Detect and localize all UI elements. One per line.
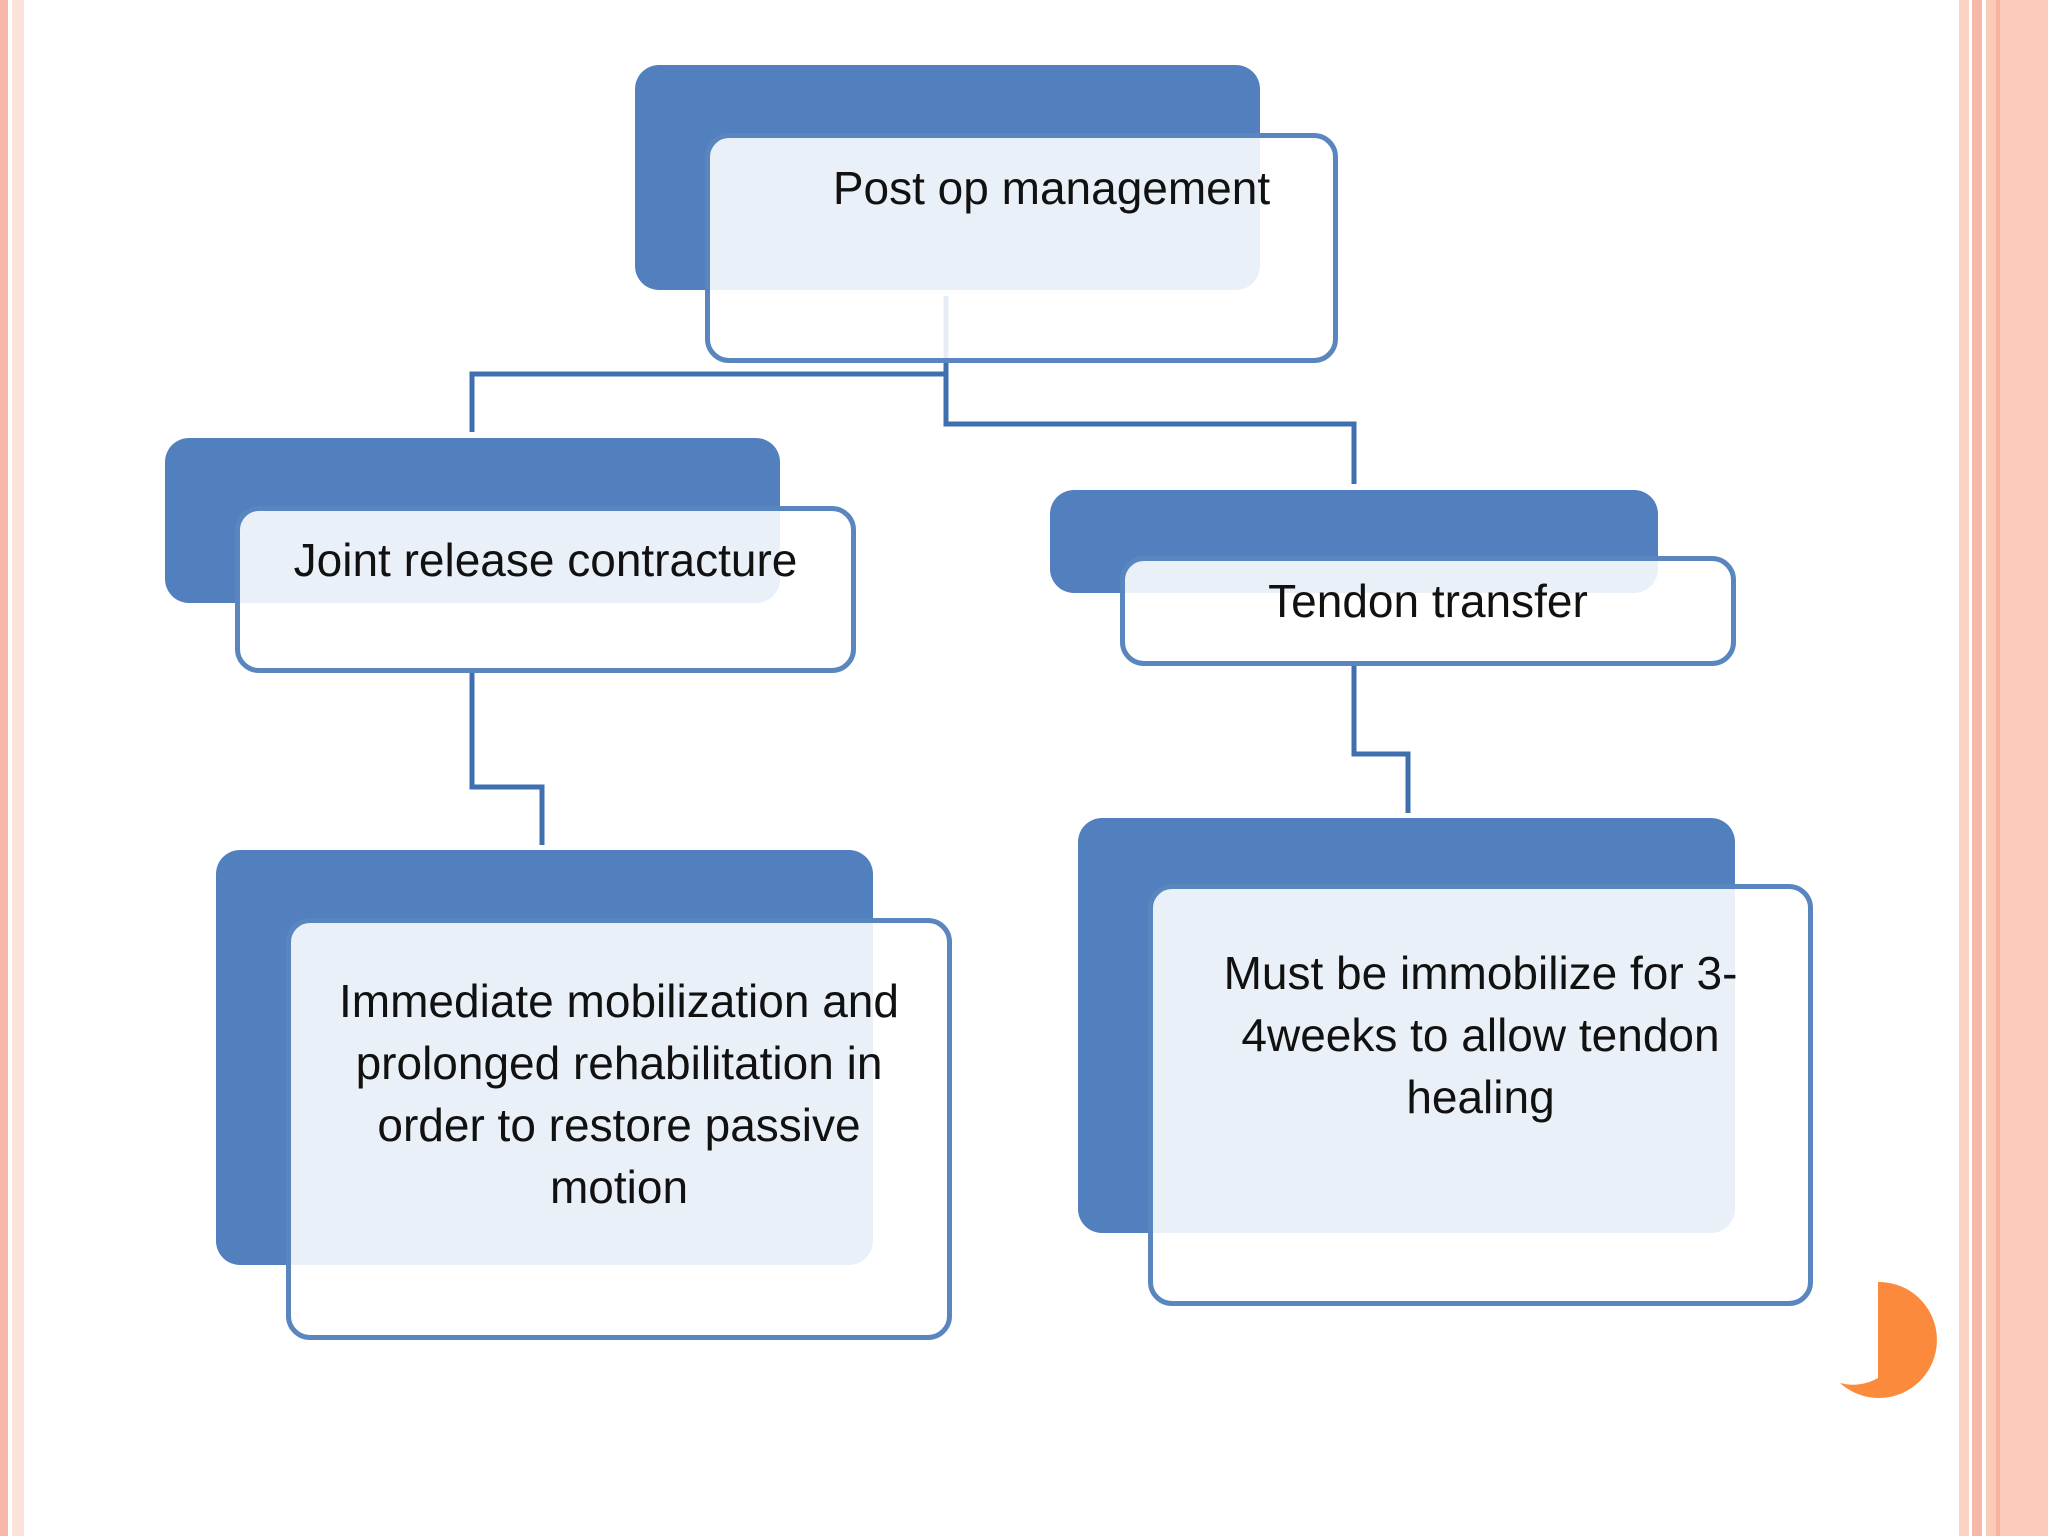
connector-tendon-transfer-to-immobilize [1351,665,1411,813]
frame-stripe-right-inner [1959,0,1969,1536]
immobilize-label: Must be immobilize for 3-4weeks to allow… [1223,947,1738,1123]
tendon-transfer-label: Tendon transfer [1268,575,1588,627]
post-op-node: Post op management [705,133,1338,363]
frame-stripe-right [1972,0,1982,1536]
post-op-label: Post op management [832,162,1271,214]
orange-crescent-decoration [1840,1281,1937,1398]
mobilization-node: Immediate mobilization and prolonged reh… [286,918,952,1340]
frame-stripe-left-inner [12,0,24,1536]
connector-root-to-tendon-transfer [943,374,1357,484]
frame-line-right [1996,0,2000,1536]
joint-release-label: Joint release contracture [293,533,798,586]
joint-release-node: Joint release contracture [235,506,856,673]
connector-joint-release-to-mobilization [469,672,545,845]
frame-stripe-left [0,0,8,1536]
tendon-transfer-node: Tendon transfer [1120,556,1736,666]
immobilize-node: Must be immobilize for 3-4weeks to allow… [1148,884,1813,1306]
mobilization-label: Immediate mobilization and prolonged reh… [339,975,899,1213]
